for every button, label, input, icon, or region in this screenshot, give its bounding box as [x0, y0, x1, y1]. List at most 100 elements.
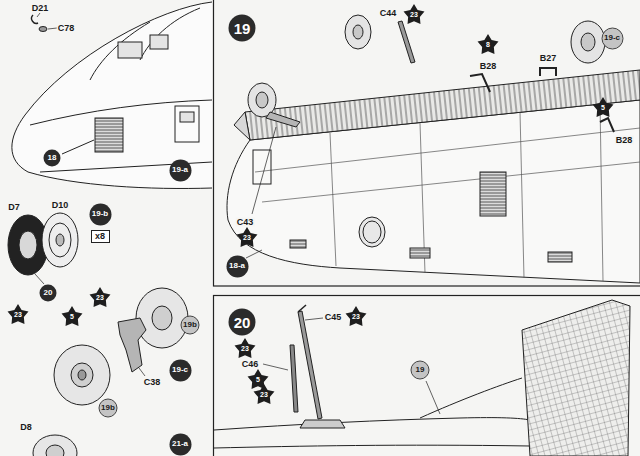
callout-number: 5	[256, 376, 260, 383]
callout-number: 5	[70, 313, 74, 320]
gray-circle	[181, 316, 199, 334]
callout-number: 23	[241, 345, 249, 352]
callout-number: 20	[234, 315, 251, 330]
callout-number: 19	[234, 21, 251, 36]
part-label: B27	[539, 54, 558, 63]
subassembly-callout: 19-c	[601, 27, 624, 50]
wheel	[54, 345, 110, 405]
subassembly-callout: 19b	[180, 315, 200, 335]
callout-number: 18	[48, 154, 57, 162]
nose-section	[12, 2, 212, 188]
star-symbol	[254, 384, 275, 404]
paint-star: 23	[7, 303, 29, 325]
leader-line	[263, 318, 323, 370]
fuselage-line	[214, 445, 530, 448]
callout-number: 23	[243, 234, 251, 241]
callout-number: 18-a	[229, 262, 245, 270]
grille	[290, 240, 306, 248]
paint-star: 5	[592, 96, 614, 118]
star-symbol	[248, 369, 269, 389]
callout-number: 21-a	[172, 440, 188, 448]
step-19-panel	[214, 0, 640, 286]
leader-line	[252, 127, 276, 214]
callout-number: 23	[352, 313, 360, 320]
part-d21	[32, 15, 38, 23]
part-label: C43	[236, 218, 255, 227]
paint-star: 23	[403, 3, 425, 25]
box-outline	[91, 230, 109, 242]
filled-circle	[40, 285, 57, 302]
paint-star: 23	[345, 305, 367, 327]
wheel	[571, 21, 605, 63]
callout-number: 23	[96, 294, 104, 301]
panel-line	[90, 22, 150, 80]
part-label: D8	[19, 423, 33, 432]
paint-star: 5	[247, 368, 269, 390]
part-c44	[398, 21, 415, 63]
filled-circle	[169, 159, 191, 181]
leader-line	[139, 368, 145, 376]
gray-circle	[411, 361, 429, 379]
callout-number: 19b	[101, 404, 115, 412]
callout-number: 19	[416, 366, 425, 374]
subassembly-callout: 19	[410, 360, 430, 380]
callout-number: 23	[260, 391, 268, 398]
paint-star: 23	[236, 226, 258, 248]
filled-circle	[229, 309, 256, 336]
paint-star: 8	[477, 33, 499, 55]
tail-pylon	[522, 300, 630, 456]
grille	[548, 252, 572, 262]
leader-line	[62, 140, 94, 154]
wheel-hub	[581, 33, 595, 51]
window	[118, 42, 142, 58]
filled-circle	[226, 255, 248, 277]
star-symbol	[478, 34, 499, 54]
star-symbol	[237, 227, 258, 247]
part-label: D7	[7, 203, 21, 212]
wheel-hub	[71, 363, 93, 387]
window	[150, 35, 168, 49]
callout-circle: 18-a	[226, 255, 249, 278]
deck-end	[234, 112, 250, 140]
part-label: C78	[57, 24, 76, 33]
filled-circle	[229, 15, 256, 42]
star-symbol	[8, 304, 29, 324]
star-symbol	[235, 338, 256, 358]
part-c45-tip	[298, 305, 306, 312]
part-label: D21	[31, 4, 50, 13]
hub-center	[56, 234, 64, 246]
fuselage-line	[214, 418, 530, 430]
callout-number: 23	[14, 311, 22, 318]
paint-star: 5	[61, 305, 83, 327]
wheel	[248, 83, 276, 117]
star-symbol	[404, 4, 425, 24]
port	[359, 217, 385, 247]
callout-number: x8	[95, 232, 105, 241]
gray-circle	[602, 28, 623, 49]
part-label: C46	[241, 360, 260, 369]
panel-frame	[214, 0, 640, 286]
grille	[410, 248, 430, 258]
wheel-hub	[46, 445, 64, 456]
callout-number: 19-a	[172, 166, 188, 174]
filled-circle	[89, 203, 111, 225]
wheel-hub	[353, 25, 363, 39]
star-symbol	[346, 306, 367, 326]
wheel-d8	[33, 435, 77, 456]
callout-circle: 19-c	[169, 359, 192, 382]
filled-circle	[44, 150, 61, 167]
callout-number: 8	[486, 41, 490, 48]
hatch	[95, 118, 123, 152]
leader-line	[37, 13, 57, 29]
callout-number: 23	[410, 11, 418, 18]
part-label: B28	[479, 62, 498, 71]
step-20-panel	[214, 296, 640, 456]
paint-star: 23	[253, 383, 275, 405]
frame-line	[330, 104, 603, 281]
nose-outline	[12, 2, 212, 188]
vent	[480, 172, 506, 216]
callout-number: 19-c	[604, 34, 620, 42]
part-c45	[298, 311, 322, 419]
